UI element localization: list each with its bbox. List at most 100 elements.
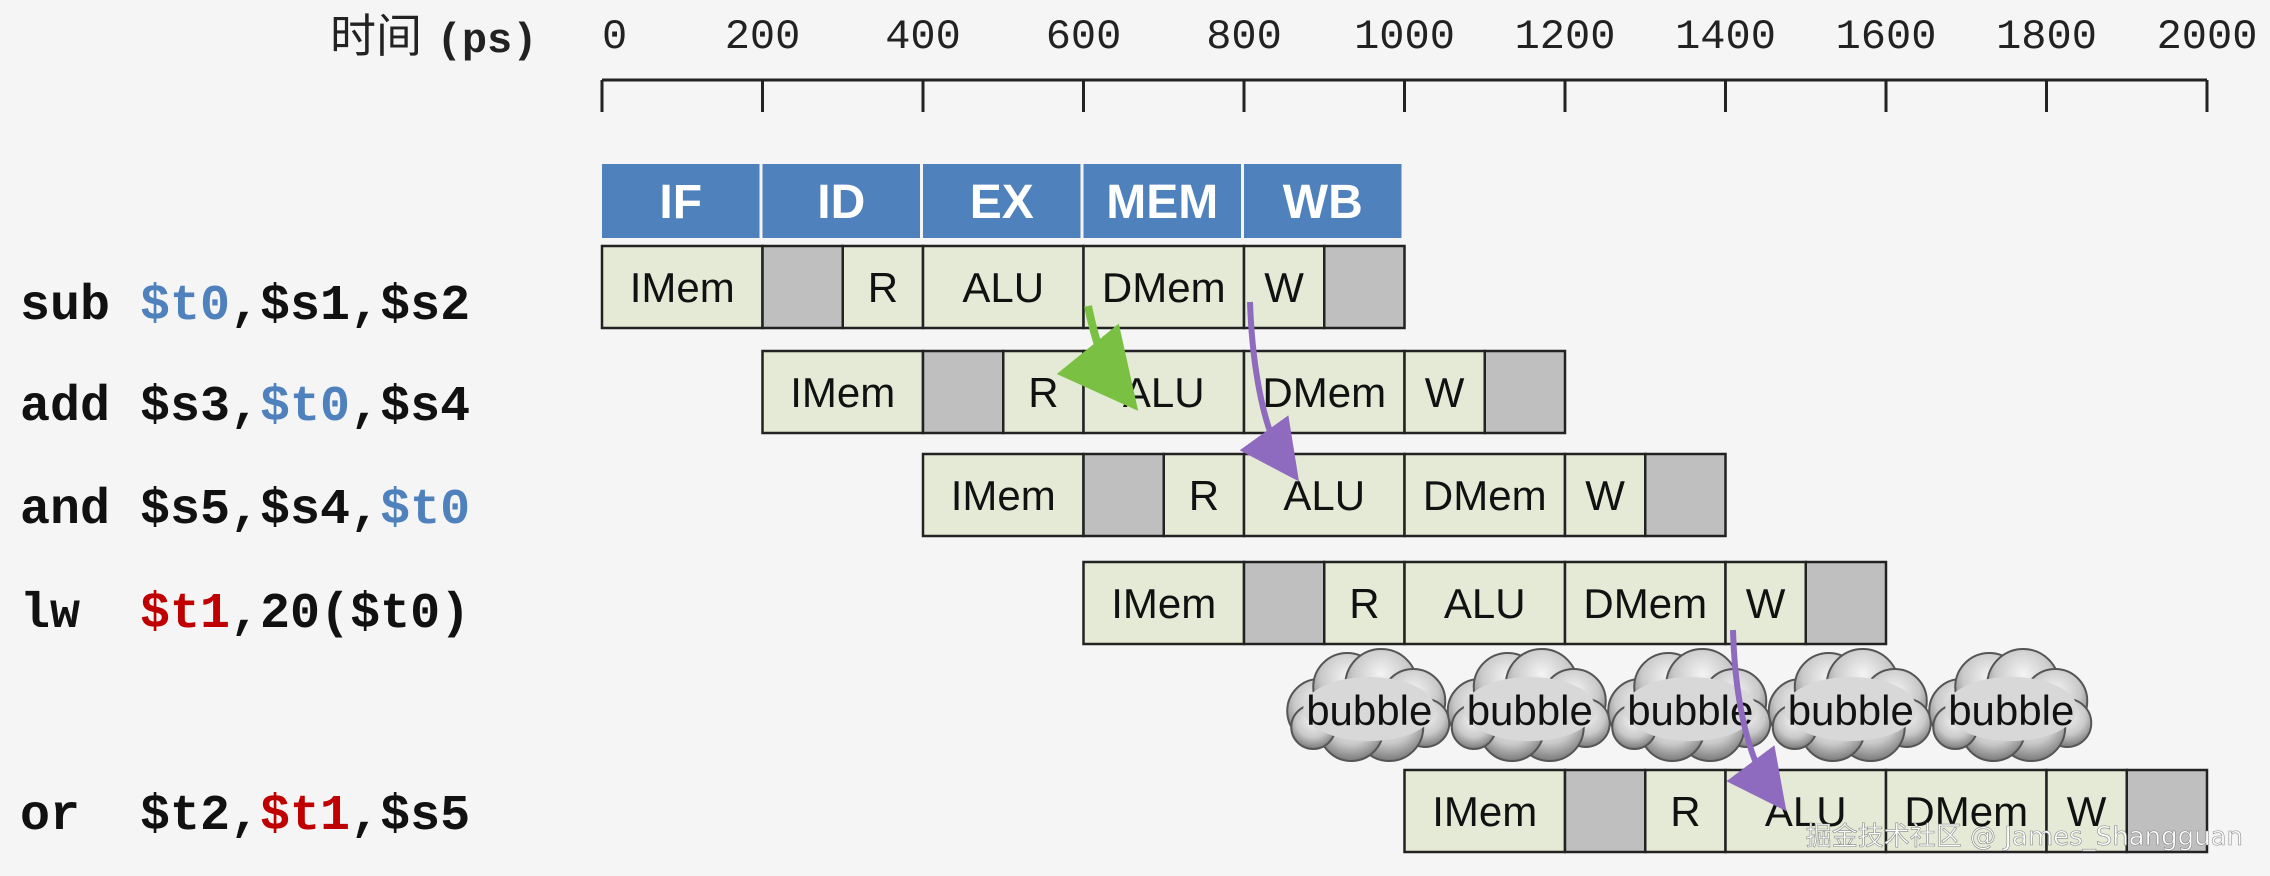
time-label-unit: (ps) [437,17,538,65]
idle-cell [1323,244,1406,330]
idle-cell [1644,452,1727,538]
stage-label: MEM [1106,176,1218,229]
instruction-label: or $t2,$t1,$s5 [20,788,470,845]
tick-label: 2000 [2157,13,2258,61]
instruction-label: lw $t1,20($t0) [20,586,470,643]
instruction-token: add $s3, [20,379,260,436]
idle-cell [1242,560,1326,646]
instruction-token: $t0 [260,379,350,436]
forward-arrow-green [1056,305,1139,411]
cell-label: R [1349,580,1379,627]
cell-label: IMem [630,264,735,311]
stage-cell [1083,164,1241,238]
cell-label: W [2067,788,2107,835]
time-label-cjk: 时间 [330,9,422,63]
tick-label: 1600 [1836,13,1937,61]
stage-label: WB [1283,176,1363,229]
bubble-row: bubble bubble bubble bubble bubble [1286,648,2093,762]
bubble-cloud: bubble [1286,648,1451,762]
cell-label: IMem [790,369,895,416]
stage-cell-r [1162,452,1246,538]
tick-label: 400 [885,13,961,61]
tick-label: 1400 [1675,13,1776,61]
idle-cell [2125,768,2209,854]
instruction-token: sub [20,278,140,335]
stage-cell-w [1242,244,1326,330]
forwarding-arrows [1056,301,1787,812]
stage-cell [1244,164,1402,238]
cell-label: ALU [1123,369,1205,416]
stage-cell [602,164,760,238]
instruction-token: ,$s5 [350,788,470,845]
tick-label: 600 [1046,13,1122,61]
idle-cell [1563,768,1647,854]
cell-label: R [1670,788,1700,835]
bubble-label: bubble [1788,687,1914,734]
instruction-token: ,$s1,$s2 [230,278,470,335]
stage-label: IF [659,176,702,229]
cell-label: ALU [1283,472,1365,519]
forward-arrow-purple-2 [1726,629,1787,812]
bubble-cloud: bubble [1607,648,1772,762]
idle-cell [1483,349,1567,435]
stage-cell-w [1724,560,1807,646]
cell-label: ALU [962,264,1044,311]
bubble-cloud: bubble [1446,648,1611,762]
tick-label: 1000 [1354,13,1455,61]
stage-cell [923,164,1081,238]
idle-cell [921,349,1005,435]
cell-label: W [1585,472,1625,519]
cell-label: R [1028,369,1058,416]
instruction-token: $t1 [140,586,230,643]
instruction-label: add $s3,$t0,$s4 [20,379,470,436]
cell-label: IMem [951,472,1056,519]
instruction-label: sub $t0,$s1,$s2 [20,278,470,335]
tick-label: 0 [602,13,627,61]
stage-cell-r [1323,560,1406,646]
bubble-cloud: bubble [1767,648,1932,762]
instruction-token: lw [20,586,140,643]
pipeline-row: IMem R ALU DMem W [1082,560,1888,646]
idle-cell [1082,452,1165,538]
bubble-cloud: bubble [1928,648,2093,762]
instruction-token: $t0 [380,482,470,539]
bubble-label: bubble [1627,687,1753,734]
cell-label: W [1264,264,1304,311]
cell-label: R [1189,472,1219,519]
stage-cell-imem [1403,768,1567,854]
stage-cell-alu [1403,560,1567,646]
bubble-label: bubble [1306,687,1432,734]
cell-label: DMem [1423,472,1547,519]
cell-label: DMem [1583,580,1707,627]
stage-cell-imem [921,452,1085,538]
instruction-token: and $s5,$s4, [20,482,380,539]
stage-cell-alu [921,244,1085,330]
stage-cell-w [1403,349,1486,435]
stage-cell [762,164,920,238]
stage-cell-w [1563,452,1647,538]
cell-label: DMem [1904,788,2028,835]
instruction-token: $t1 [260,788,350,845]
cell-label: W [1746,580,1786,627]
instruction-token: or $t2, [20,788,260,845]
cell-label: R [868,264,898,311]
idle-cell [1804,560,1888,646]
cell-label: IMem [1111,580,1216,627]
cell-label: DMem [1262,369,1386,416]
cell-label: ALU [1444,580,1526,627]
stage-label: ID [817,176,865,229]
bubble-label: bubble [1948,687,2074,734]
tick-label: 1200 [1515,13,1616,61]
idle-cell [761,244,844,330]
instruction-token: $t0 [140,278,230,335]
tick-label: 800 [1206,13,1282,61]
stage-cell-w [2045,768,2128,854]
